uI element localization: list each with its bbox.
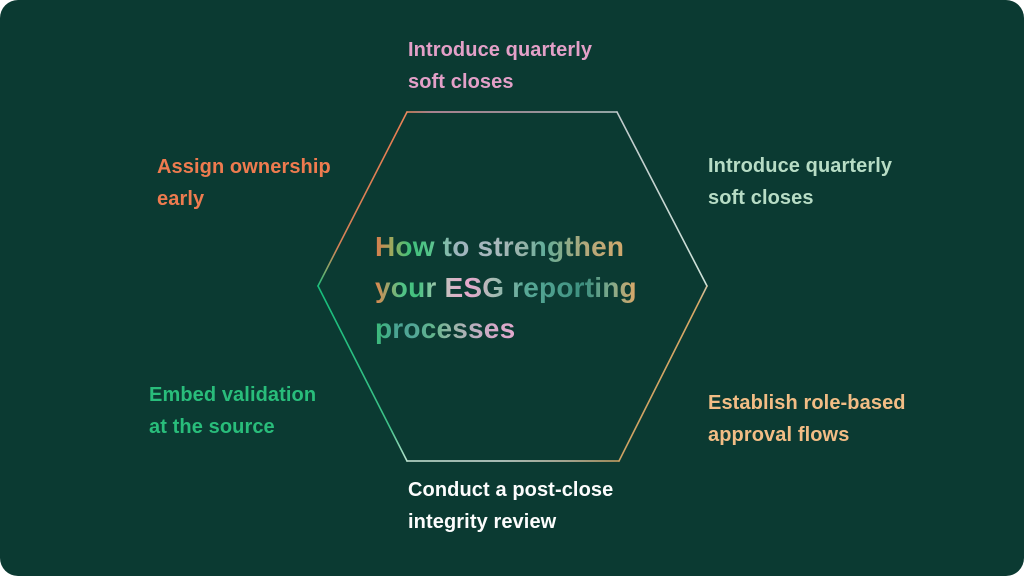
label-right-lower-line-1: Establish role-based	[708, 392, 906, 414]
center-title-row-1: How to strengthen	[375, 226, 637, 267]
label-bottom-line-2: integrity review	[408, 511, 557, 533]
label-left-upper: Assign ownership early	[157, 151, 331, 215]
label-right-upper-line-2: soft closes	[708, 187, 814, 209]
center-title-line-2: your ESG reporting	[375, 267, 637, 308]
label-bottom-line-1: Conduct a post-close	[408, 479, 614, 501]
hexagon-edge-lower-left	[317, 285, 408, 462]
center-title-line-3: processes	[375, 308, 515, 349]
label-right-lower: Establish role-based approval flows	[708, 387, 906, 451]
hexagon-edge-upper-right	[616, 111, 708, 287]
label-bottom: Conduct a post-close integrity review	[408, 474, 613, 538]
center-title-row-2: your ESG reporting	[375, 267, 637, 308]
label-right-upper-line-1: Introduce quarterly	[708, 155, 893, 177]
label-left-lower-line-1: Embed validation	[149, 384, 317, 406]
hexagon-edge-lower-right	[618, 285, 708, 462]
label-top: Introduce quarterly soft closes	[408, 34, 592, 98]
label-left-upper-line-1: Assign ownership	[157, 156, 331, 178]
label-top-line-1: Introduce quarterly	[408, 39, 593, 61]
center-title-row-3: processes	[375, 308, 637, 349]
label-left-lower: Embed validation at the source	[149, 379, 316, 443]
center-title-line-1: How to strengthen	[375, 226, 624, 267]
label-left-lower-line-2: at the source	[149, 416, 275, 438]
label-right-upper: Introduce quarterly soft closes	[708, 150, 892, 214]
label-right-lower-line-2: approval flows	[708, 424, 850, 446]
hexagon-edge-upper-left	[317, 111, 408, 287]
label-top-line-2: soft closes	[408, 71, 514, 93]
label-left-upper-line-2: early	[157, 188, 205, 210]
